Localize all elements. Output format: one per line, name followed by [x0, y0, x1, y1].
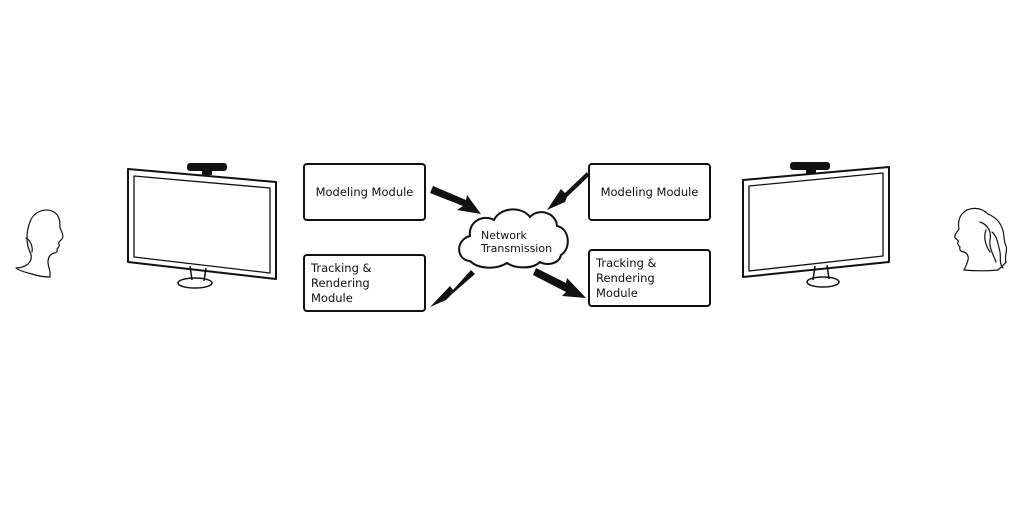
right-tracking-rendering-module: Tracking & Rendering Module — [588, 249, 711, 307]
cloud-icon — [458, 208, 569, 269]
right-modeling-module: Modeling Module — [588, 163, 711, 221]
left-modeling-module: Modeling Module — [303, 163, 426, 221]
left-monitor-base — [177, 277, 213, 289]
left-tracking-label-line2: Module — [311, 290, 353, 305]
right-modeling-module-label: Modeling Module — [600, 184, 699, 199]
right-tracking-label-line2: Module — [596, 285, 638, 300]
right-tracking-label-line1: Tracking & Rendering — [596, 255, 657, 285]
left-tracking-label-line1: Tracking & Rendering — [311, 260, 372, 290]
arrow-cloud-to-left-tracking — [430, 270, 475, 307]
arrow-right-modeling-to-cloud — [547, 172, 589, 210]
arrow-left-modeling-to-cloud — [430, 186, 481, 214]
left-monitor — [127, 163, 277, 289]
male-head-profile-icon — [15, 209, 64, 278]
network-label-line1: Network — [481, 229, 527, 242]
network-transmission-label: Network Transmission — [481, 229, 552, 255]
left-tracking-rendering-module-label: Tracking & Rendering Module — [311, 261, 418, 306]
left-tracking-rendering-module: Tracking & Rendering Module — [303, 254, 426, 312]
right-monitor-frame — [742, 166, 890, 278]
right-monitor — [742, 162, 890, 288]
right-monitor-base — [806, 276, 840, 288]
right-tracking-rendering-module-label: Tracking & Rendering Module — [596, 256, 703, 301]
network-label-line2: Transmission — [481, 242, 553, 255]
left-modeling-module-label: Modeling Module — [315, 184, 414, 199]
left-monitor-frame — [127, 168, 277, 280]
left-monitor-screen — [133, 175, 271, 274]
lightning-arrows — [430, 172, 589, 307]
right-monitor-screen — [748, 172, 884, 272]
arrow-cloud-to-right-tracking — [533, 268, 586, 298]
female-head-profile-icon — [954, 207, 1008, 272]
